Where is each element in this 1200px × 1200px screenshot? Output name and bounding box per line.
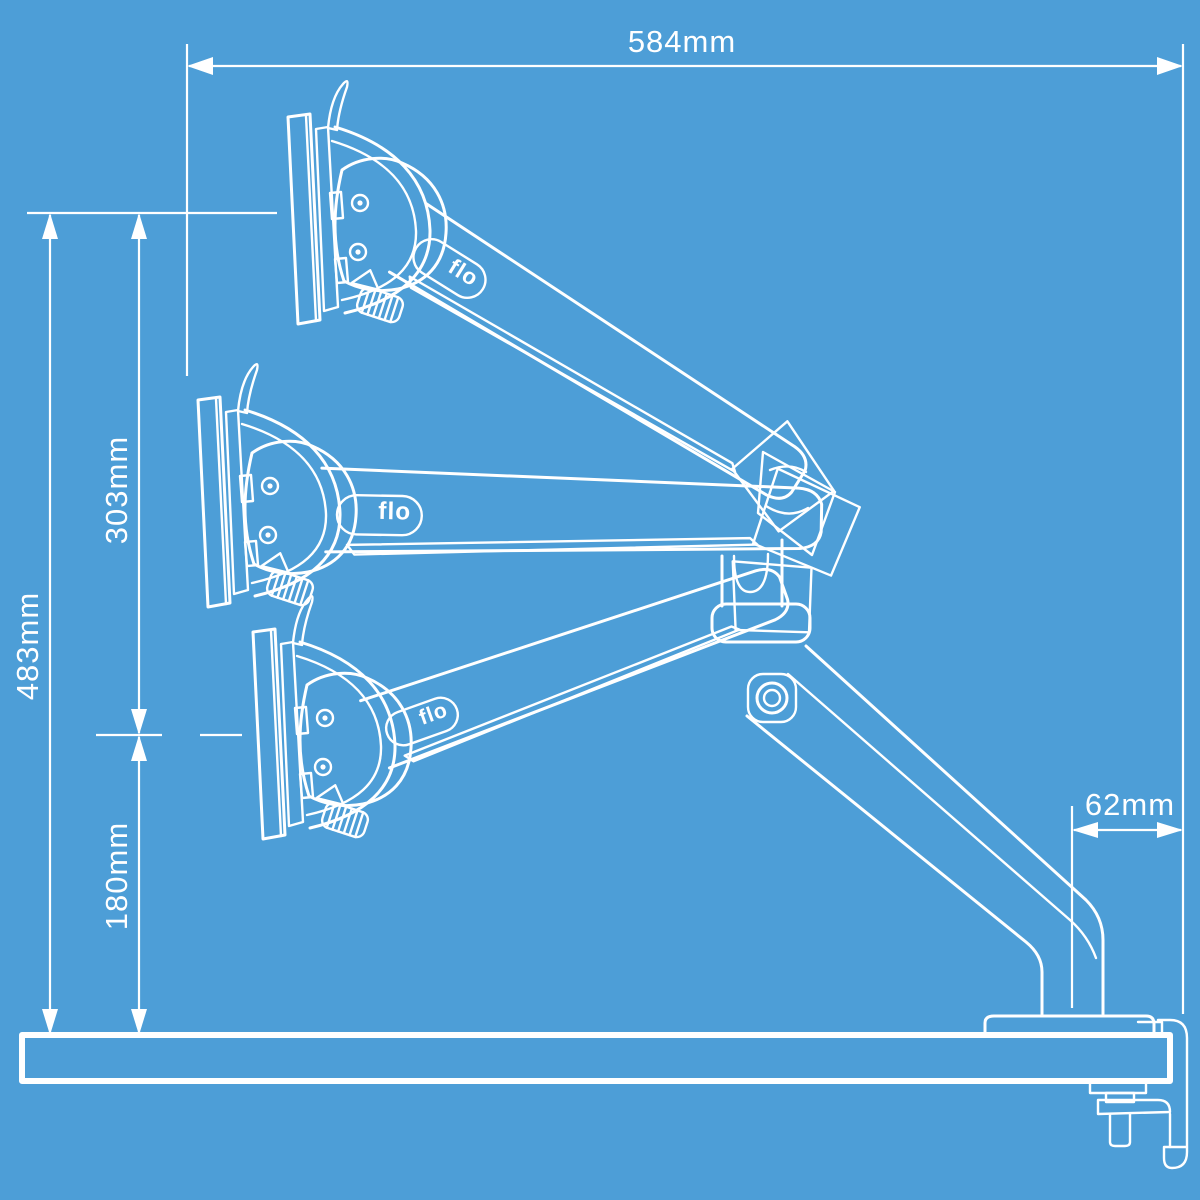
dimension-label: 180mm	[99, 822, 134, 930]
arrowhead-up	[131, 213, 147, 239]
dimension-label: 584mm	[628, 24, 736, 59]
riser-arm	[747, 646, 1103, 1014]
elbow-link-plate	[712, 604, 810, 642]
flo-logo: flo	[444, 254, 483, 291]
monitor-head-bottom	[251, 594, 413, 841]
dimension-upper-span: 303mm	[96, 213, 242, 735]
dimension-base-offset: 62mm	[1072, 787, 1183, 1008]
desk-surface	[22, 1035, 1170, 1081]
flo-logo: flo	[416, 697, 451, 729]
arm-base	[985, 1016, 1162, 1035]
arrowhead-up	[42, 213, 58, 239]
clamp-screw	[1110, 1114, 1130, 1146]
arrowhead-right	[1157, 57, 1183, 75]
elbow-joint	[712, 452, 835, 722]
dimension-width-total: 584mm	[187, 24, 1183, 1014]
dimension-lower-span: 180mm	[99, 735, 147, 1035]
arrowhead-up	[131, 735, 147, 761]
desk-clamp	[1090, 1020, 1187, 1168]
arm-top-position: flo	[286, 79, 854, 547]
arm-bottom-position: flo	[251, 535, 834, 841]
dimension-label: 483mm	[10, 592, 45, 700]
arrowhead-down	[42, 1009, 58, 1035]
arrowhead-down	[131, 1009, 147, 1035]
dimension-label: 62mm	[1085, 787, 1175, 822]
monitor-head-top	[286, 79, 448, 326]
arrowhead-down	[131, 709, 147, 735]
arm-middle-position: flo	[196, 362, 863, 609]
riser-pivot	[748, 674, 796, 722]
arrowhead-right	[1157, 822, 1183, 838]
flo-logo: flo	[378, 498, 411, 526]
dimension-label: 303mm	[99, 436, 134, 544]
arrowhead-left	[187, 57, 213, 75]
monitor-head-middle	[196, 362, 358, 609]
arrowhead-left	[1072, 822, 1098, 838]
dimension-height-total: 483mm	[10, 213, 277, 1035]
